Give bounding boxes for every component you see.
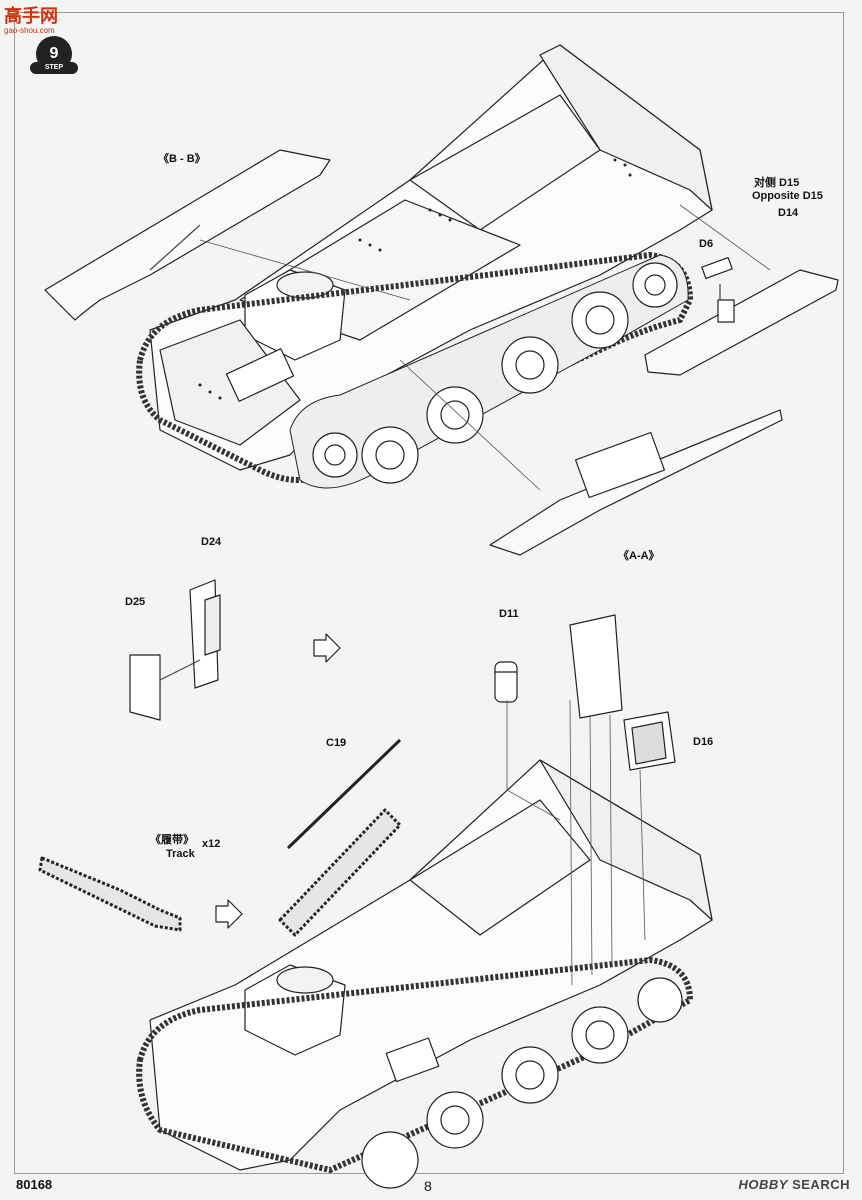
label-bb: 《B - B》	[158, 153, 206, 165]
label-c19: C19	[326, 737, 347, 749]
part-c19-rod	[286, 738, 402, 850]
part-d14-skirt	[644, 269, 839, 376]
track-run-bottom	[278, 808, 402, 937]
track-segment	[38, 856, 182, 932]
brand-search: SEARCH	[792, 1177, 850, 1192]
sub-assembly-d24	[129, 579, 221, 721]
stowage-box	[574, 431, 666, 499]
brand-logo: HOBBY SEARCH	[739, 1177, 850, 1192]
part-d16-panel	[569, 614, 676, 771]
label-aa: 《A-A》	[618, 550, 660, 562]
part-d6	[701, 256, 733, 280]
label-d24: D24	[201, 536, 222, 548]
page-border	[14, 12, 844, 1174]
label-d14: D14	[778, 207, 799, 219]
label-opposite-en: Opposite D15	[752, 190, 823, 202]
top-running-gear	[136, 252, 693, 489]
step-label: STEP	[30, 62, 78, 74]
label-d25: D25	[125, 596, 146, 608]
label-opposite-cn: 对侧 D15	[754, 177, 800, 189]
label-track-cn: 《履带》	[150, 834, 194, 846]
brand-hobby: HOBBY	[738, 1177, 788, 1192]
label-track-qty: x12	[202, 838, 221, 850]
part-d11	[494, 661, 518, 703]
label-d11: D11	[499, 608, 519, 620]
part-aa-fender	[489, 409, 783, 556]
page-number: 8	[424, 1178, 432, 1194]
arrow-right-2	[215, 899, 243, 929]
watermark-logo: 高手网 gao-shou.com	[4, 2, 58, 35]
watermark-text: 高手网	[4, 6, 58, 26]
label-d6: D6	[699, 238, 714, 250]
bottom-hull	[136, 699, 713, 1189]
label-d16: D16	[693, 736, 714, 748]
watermark-url: gao-shou.com	[4, 26, 55, 35]
arrow-right-1	[313, 633, 341, 663]
kit-code: 80168	[16, 1177, 53, 1192]
part-bb-fender	[44, 149, 331, 321]
label-track-en: Track	[166, 848, 195, 860]
top-hull	[149, 44, 713, 471]
